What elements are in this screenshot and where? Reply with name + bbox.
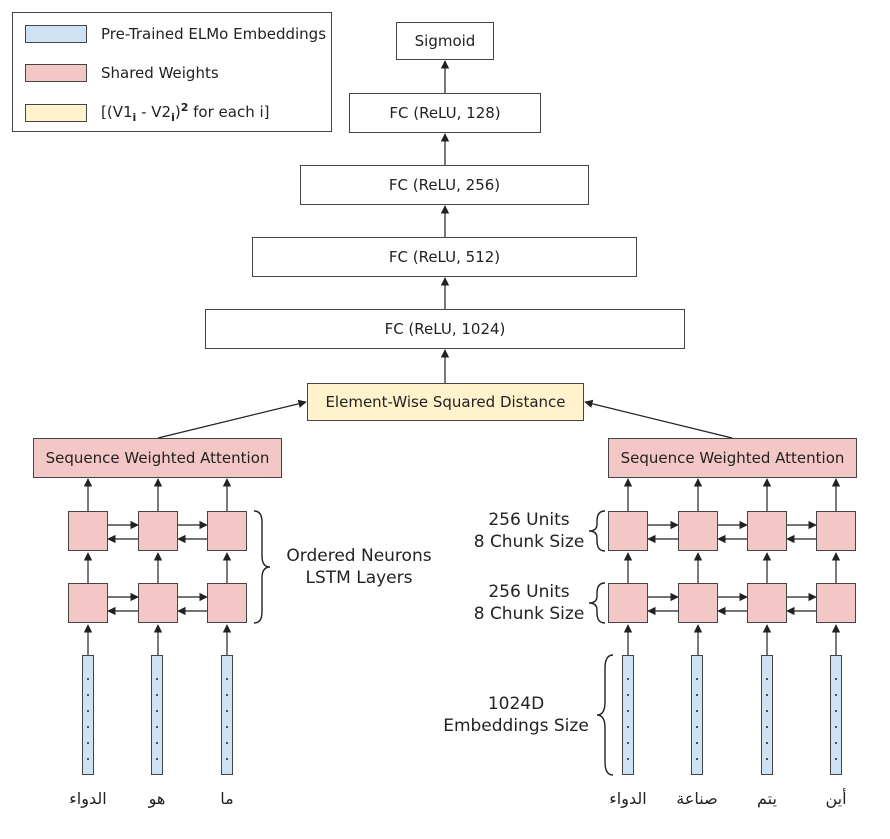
left-lstm-cell <box>68 511 108 551</box>
fc-1024-box: FC (ReLU, 1024) <box>205 309 685 349</box>
left-word: هو <box>148 789 166 808</box>
right-lstm-cell <box>678 583 718 623</box>
right-lstm-cell <box>608 583 648 623</box>
legend-label-shared: Shared Weights <box>101 64 219 82</box>
right-word: الدواء <box>609 789 647 808</box>
embeddings-brace <box>596 654 614 776</box>
legend-label-elmo: Pre-Trained ELMo Embeddings <box>101 25 327 43</box>
right-word: أين <box>825 789 847 808</box>
right-lstm-cell <box>816 583 856 623</box>
fc-256-box: FC (ReLU, 256) <box>300 165 589 205</box>
left-word: الدواء <box>69 789 107 808</box>
left-attention-box: Sequence Weighted Attention <box>33 438 282 478</box>
left-embedding-bar <box>151 655 163 775</box>
legend-item-elmo: Pre-Trained ELMo Embeddings <box>25 25 326 43</box>
right-embedding-bar <box>691 655 703 775</box>
layer1-brace <box>588 582 606 624</box>
legend-swatch-blue <box>25 25 87 43</box>
left-lstm-cell <box>138 511 178 551</box>
fc-128-box: FC (ReLU, 128) <box>349 93 541 133</box>
squared-distance-box: Element-Wise Squared Distance <box>307 383 584 421</box>
lstm-layers-brace <box>253 510 271 624</box>
left-embedding-bar <box>221 655 233 775</box>
right-embedding-bar <box>622 655 634 775</box>
right-embedding-bar <box>830 655 842 775</box>
legend-label-formula: [(V1i - V2i)2 for each i] <box>101 101 270 124</box>
legend-item-shared: Shared Weights <box>25 64 219 82</box>
left-lstm-cell <box>207 583 247 623</box>
left-word: ما <box>220 789 234 808</box>
sigmoid-box: Sigmoid <box>396 22 494 60</box>
right-lstm-cell <box>678 511 718 551</box>
legend-swatch-pink <box>25 64 87 82</box>
arrow-left-attention-to-distance <box>157 399 307 439</box>
right-embedding-bar <box>761 655 773 775</box>
fc-512-box: FC (ReLU, 512) <box>252 237 637 277</box>
right-lstm-cell <box>816 511 856 551</box>
layer2-brace <box>588 510 606 552</box>
left-lstm-cell <box>68 583 108 623</box>
left-lstm-cell <box>138 583 178 623</box>
legend: Pre-Trained ELMo Embeddings Shared Weigh… <box>12 12 332 132</box>
left-lstm-cell <box>207 511 247 551</box>
right-lstm-cell <box>608 511 648 551</box>
legend-swatch-yellow <box>25 103 87 122</box>
right-attention-box: Sequence Weighted Attention <box>608 438 857 478</box>
left-embedding-bar <box>82 655 94 775</box>
legend-item-distance: [(V1i - V2i)2 for each i] <box>25 101 269 124</box>
right-lstm-cell <box>747 511 787 551</box>
right-word: صناعة <box>676 789 718 808</box>
right-lstm-cell <box>747 583 787 623</box>
right-word: يتم <box>757 789 777 808</box>
arrow-right-attention-to-distance <box>584 399 733 439</box>
